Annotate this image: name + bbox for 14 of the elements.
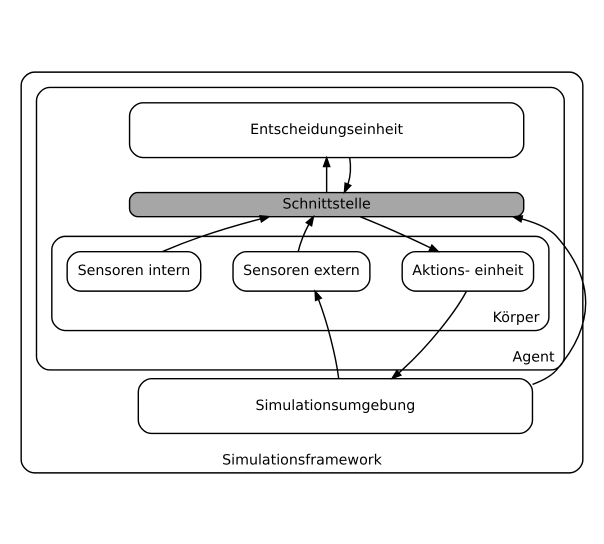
arrow: [390, 290, 467, 380]
arrow: [298, 214, 315, 252]
node-box: Sensoren extern: [232, 250, 371, 292]
arrow: [511, 214, 586, 385]
arrow: [162, 214, 272, 252]
arrow: [322, 155, 331, 192]
node-box: Simulationsumgebung: [138, 378, 534, 434]
node-box: Aktions- einheit: [401, 250, 534, 292]
arrow: [314, 288, 340, 378]
arrow: [360, 216, 440, 252]
node-box: Sensoren intern: [66, 250, 202, 292]
arrow: [344, 157, 352, 194]
node-box: Schnittstelle: [128, 191, 524, 217]
node-box: Entscheidungseinheit: [128, 102, 524, 158]
